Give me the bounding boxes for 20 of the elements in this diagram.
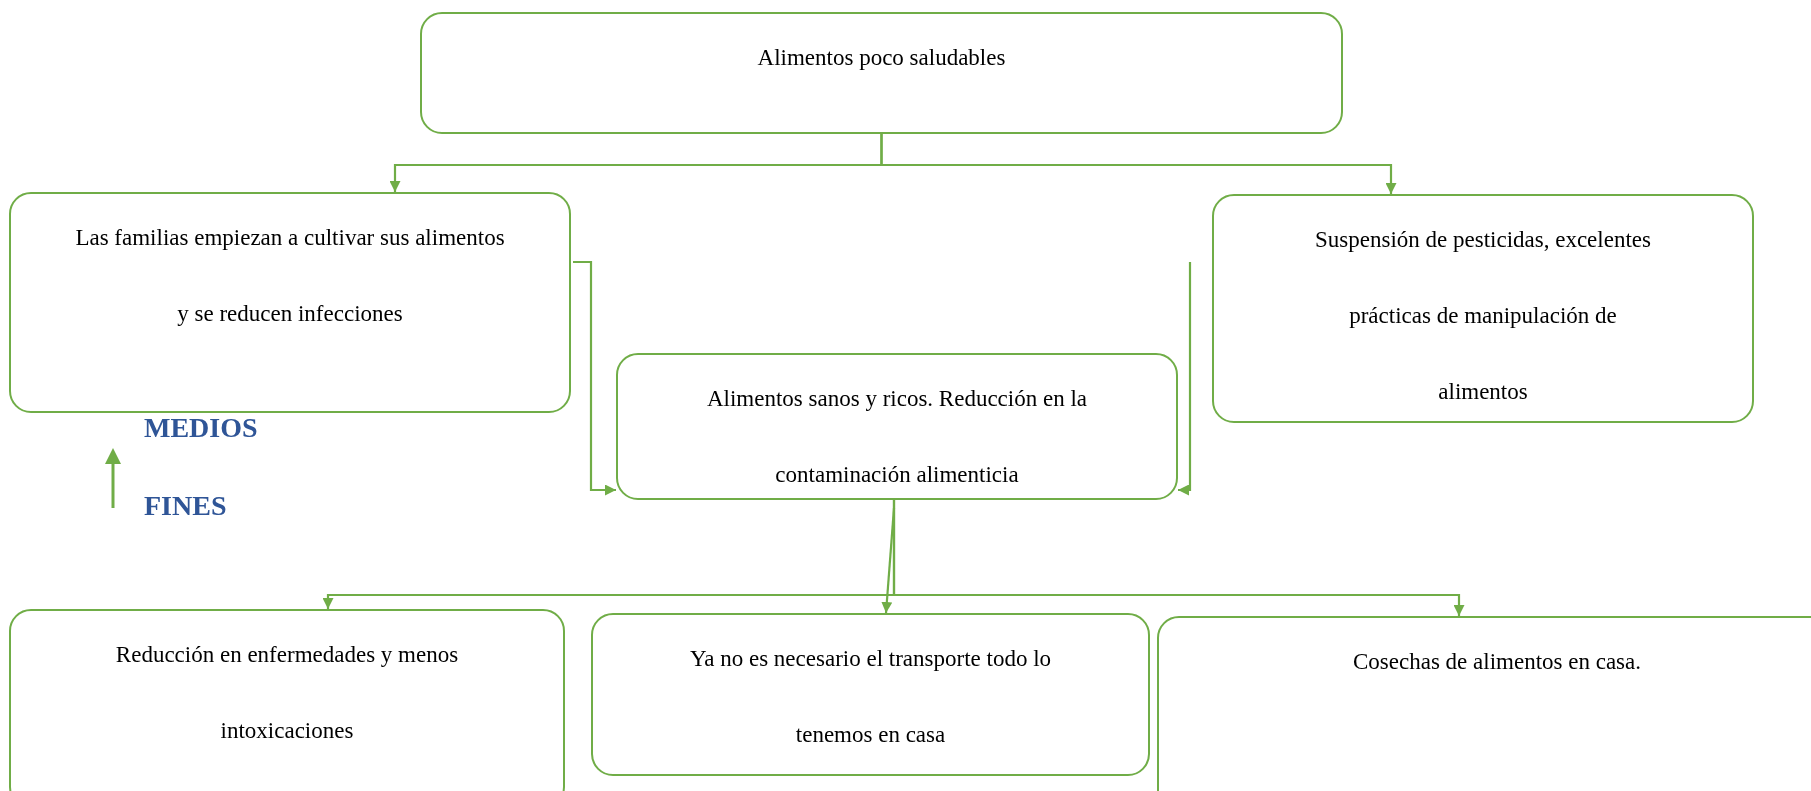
process-box <box>591 613 1150 776</box>
arrow <box>892 500 1465 616</box>
process-box <box>420 12 1343 134</box>
box-text: Cosechas de alimentos en casa. <box>1351 648 1642 676</box>
arrow <box>573 260 616 496</box>
process-box <box>1157 616 1811 791</box>
process-box <box>1212 194 1754 423</box>
axis-label: FINES <box>144 490 227 522</box>
box-text: Alimentos sanos y ricos. Reducción en la contaminación alimenticia <box>705 385 1089 489</box>
box-text: Suspensión de pesticidas, excelentes prácticas de manipulación de alimentos <box>1314 226 1652 406</box>
process-box <box>9 609 565 791</box>
box-text: Alimentos poco saludables <box>756 44 1007 72</box>
box-text: Reducción en enfermedades y menos intoxicaciones <box>114 641 460 745</box>
process-box <box>616 353 1178 500</box>
arrow <box>1178 260 1192 496</box>
box-text: Ya no es necesario el transporte todo lo tenemos en casa <box>688 645 1053 749</box>
axis-label: MEDIOS <box>144 412 258 444</box>
arrow <box>880 134 1397 194</box>
process-box <box>9 192 571 413</box>
box-text: Las familias empiezan a cultivar sus alimentos y se reducen infecciones <box>74 224 506 328</box>
